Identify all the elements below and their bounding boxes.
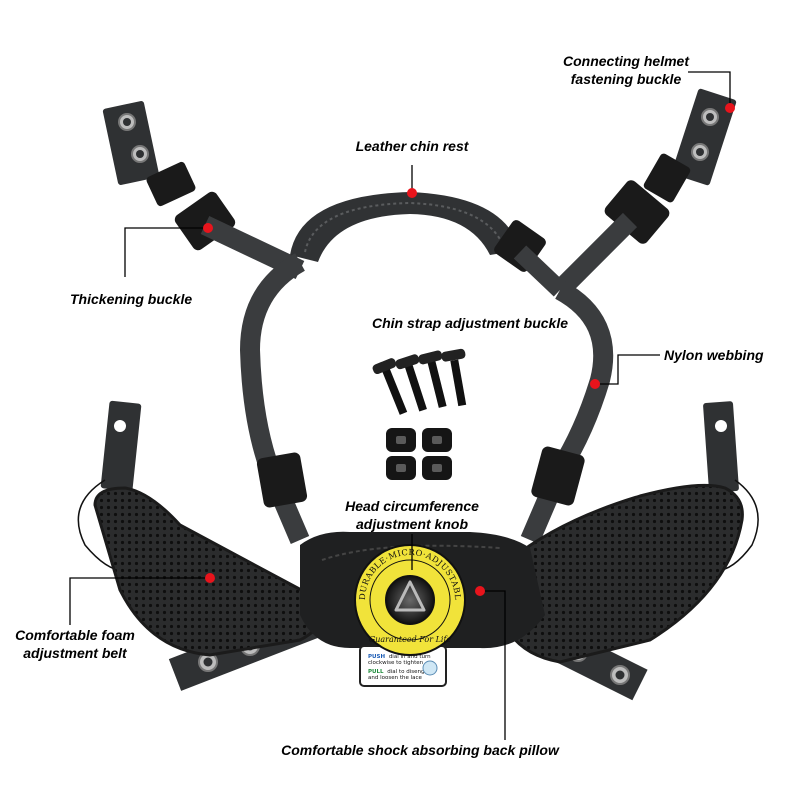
chin-strap-buckle	[494, 220, 567, 297]
label-chin-strap-buckle: Chin strap adjustment buckle	[371, 315, 569, 331]
chin-rest	[290, 192, 520, 262]
label-head-knob-line2: adjustment knob	[355, 516, 468, 532]
callout-lines	[69, 71, 731, 740]
label-back-pillow: Comfortable shock absorbing back pillow	[281, 742, 559, 758]
marker-thickening-buckle	[203, 223, 213, 233]
leader-nylon-webbing	[595, 354, 660, 385]
label-foam-belt-line1: Comfortable foam	[15, 627, 135, 643]
dial-guarantee-text: Guaranteed For Life	[369, 635, 452, 644]
leader-back-pillow	[480, 590, 506, 740]
nylon-webbing-loop	[239, 253, 614, 544]
label-connecting-buckle-line2: fastening buckle	[570, 71, 682, 87]
label-head-knob-line1: Head circumference	[345, 498, 479, 514]
upper-left-strap	[102, 101, 305, 280]
leader-foam-belt	[69, 577, 210, 625]
label-connecting-buckle: Connecting helmet fastening buckle	[546, 52, 706, 88]
mounting-nuts	[386, 428, 452, 480]
marker-connecting-buckle	[725, 103, 735, 113]
leader-connecting-buckle	[688, 71, 731, 106]
label-leather-chin-rest: Leather chin rest	[355, 138, 469, 154]
label-nylon-webbing: Nylon webbing	[664, 347, 764, 363]
label-head-knob: Head circumference adjustment knob	[320, 497, 504, 533]
marker-nylon-webbing	[590, 379, 600, 389]
mounting-screws	[372, 348, 467, 415]
label-foam-belt-line2: adjustment belt	[23, 645, 127, 661]
label-thickening-buckle: Thickening buckle	[70, 291, 193, 307]
dial-push-text: PUSH dial in and turn clockwise to tight…	[368, 654, 432, 666]
leader-thickening-buckle	[124, 227, 205, 277]
marker-chin-rest	[407, 188, 417, 198]
dial-knob	[385, 575, 435, 625]
right-foam-pad	[482, 401, 759, 701]
red-markers	[203, 103, 735, 596]
left-foam-pad	[77, 400, 337, 691]
upper-right-strap	[552, 88, 737, 298]
marker-back-pillow	[475, 586, 485, 596]
marker-foam-belt	[205, 573, 215, 583]
label-connecting-buckle-line1: Connecting helmet	[562, 53, 689, 69]
label-foam-belt: Comfortable foam adjustment belt	[0, 626, 150, 662]
dial-pull-text: PULL dial to disengage and loosen the la…	[368, 669, 436, 681]
